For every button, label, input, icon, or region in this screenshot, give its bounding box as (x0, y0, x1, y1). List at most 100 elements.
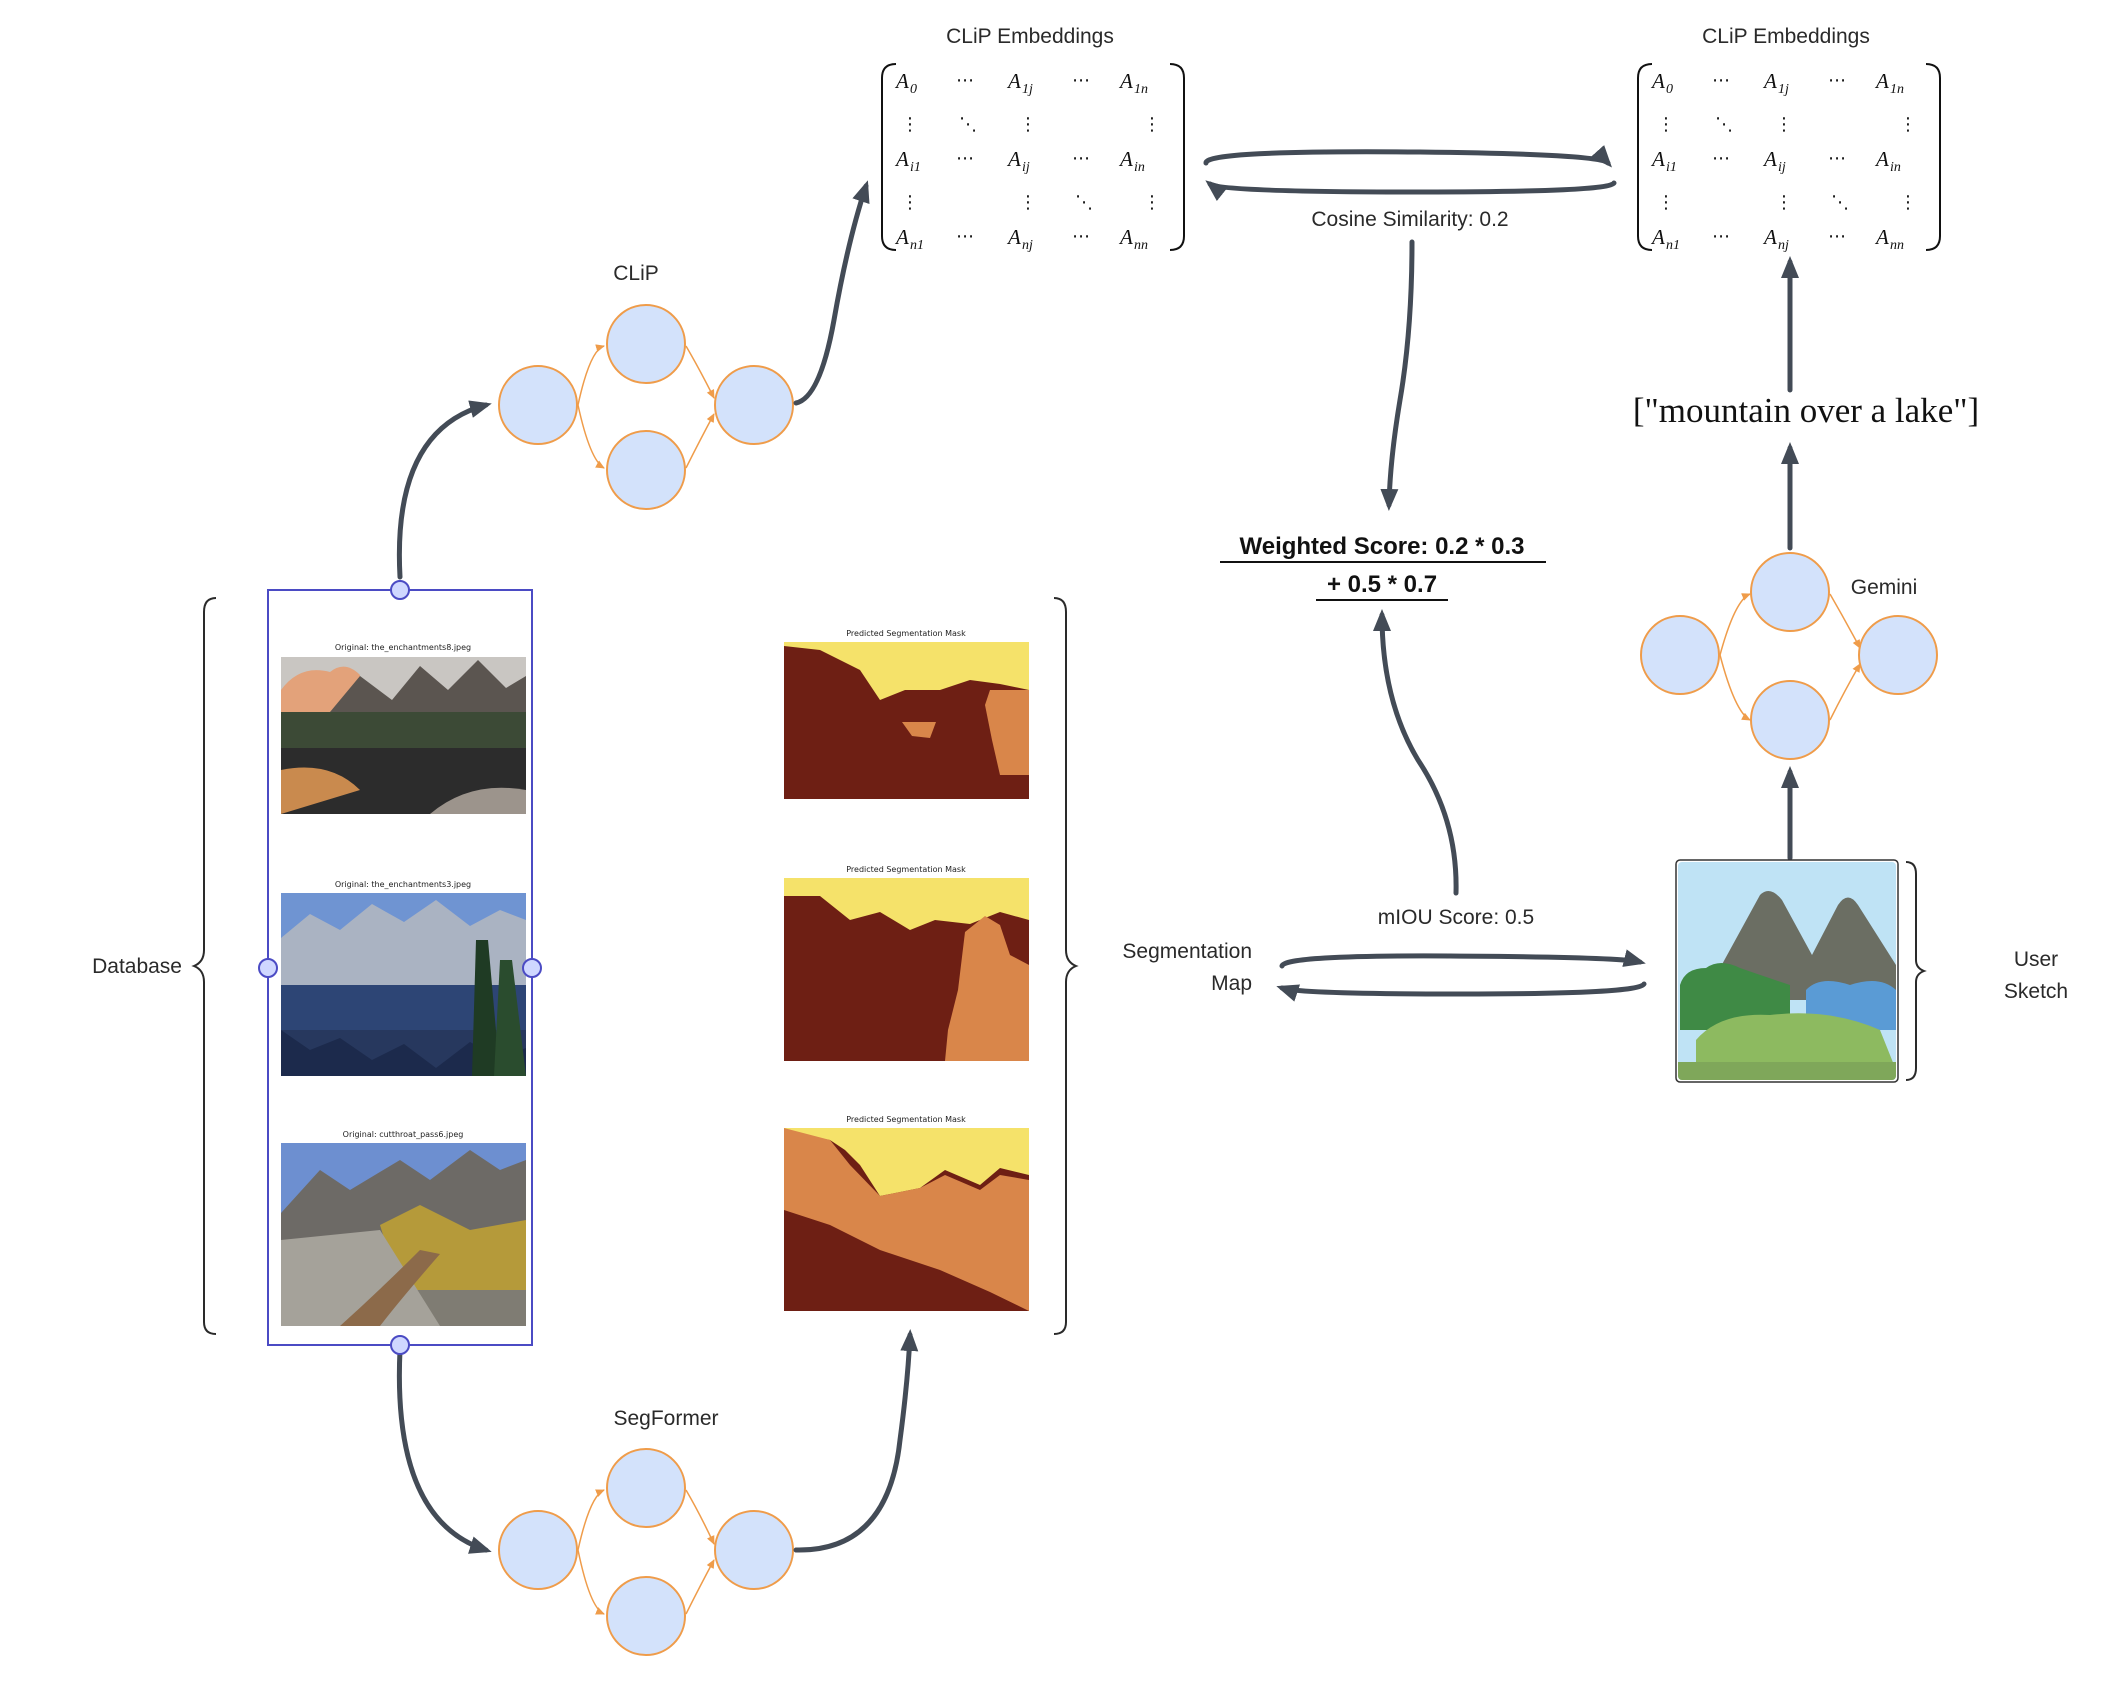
matrix-left-row-5-entry-3: A (1118, 225, 1133, 249)
matrix-left-row-2-vdots-2: ⋮ (1019, 114, 1037, 135)
resize-handle-left[interactable] (258, 958, 278, 978)
db-image-2-title: Original: the_enchantments3.jpeg (335, 880, 471, 889)
database-to-clip-arrow (396, 400, 492, 580)
mask-2 (784, 878, 1029, 1061)
matrix-left-row-1-entry-2: A (1006, 69, 1021, 93)
matrix-left-row-3-dots-1: ⋯ (956, 148, 974, 169)
weighted-score-line1: Weighted Score: 0.2 * 0.3 (1240, 533, 1525, 560)
resize-handle-top[interactable] (390, 580, 410, 600)
matrix-right-row-1-dots-1: ⋯ (1712, 70, 1730, 91)
matrix-left-row-1-entry-2-sub: 1j (1022, 82, 1033, 97)
weighted-score-line2: + 0.5 * 0.7 (1327, 571, 1437, 598)
matrix-left-row-1-entry-1-sub: 0 (910, 82, 917, 97)
matrix-right-row-3-dots-1: ⋯ (1712, 148, 1730, 169)
miou-score-label: mIOU Score: 0.5 (1378, 906, 1534, 929)
clip-embeddings-right-label: CLiP Embeddings (1702, 25, 1870, 48)
matrix-left-row-5-entry-2: A (1006, 225, 1021, 249)
matrix-right-row-5-entry-1: A (1650, 225, 1665, 249)
prompt-text: ["mountain over a lake"] (1633, 391, 1979, 430)
cosine-arrow-left (1205, 180, 1617, 201)
matrix-left-row-1-dots-2: ⋯ (1072, 70, 1090, 91)
matrix-left-row-2-diag-1: ⋱ (959, 114, 977, 135)
matrix-left-row-4-vdots-3: ⋮ (1143, 192, 1161, 213)
matrix-left-row-3-entry-2: A (1006, 147, 1021, 171)
matrix-left-row-3-entry-1: A (894, 147, 909, 171)
resize-handle-right[interactable] (522, 958, 542, 978)
matrix-left-row-1-dots-1: ⋯ (956, 70, 974, 91)
clip-embeddings-left-label: CLiP Embeddings (946, 25, 1114, 48)
clip-node-input (498, 365, 578, 445)
matrix-left-row-3-entry-1-sub: i1 (910, 160, 921, 175)
matrix-right-row-3-entry-3-sub: in (1890, 160, 1901, 175)
matrix-left-row-1-entry-3: A (1118, 69, 1133, 93)
matrix-right-row-5-dots-2: ⋯ (1828, 226, 1846, 247)
matrix-right-row-3-entry-3: A (1874, 147, 1889, 171)
mask-brace (1053, 597, 1079, 1335)
user-sketch-label-line1: User (2014, 948, 2058, 971)
clip-to-embeddings-arrow (793, 180, 870, 406)
matrix-left-row-5-entry-1-sub: n1 (910, 238, 924, 253)
matrix-right-row-5-entry-3-sub: nn (1890, 238, 1904, 253)
cosine-similarity-label: Cosine Similarity: 0.2 (1311, 208, 1508, 231)
matrix-left-row-5-dots-2: ⋯ (1072, 226, 1090, 247)
clip-node-output (714, 365, 794, 445)
matrix-right-row-4-vdots-2: ⋮ (1775, 192, 1793, 213)
user-sketch-label-line2: Sketch (2004, 980, 2068, 1003)
segformer-node-input (498, 1510, 578, 1590)
matrix-left-row-2-vdots-1: ⋮ (901, 114, 919, 135)
matrix-right-row-5-entry-2-sub: nj (1778, 238, 1789, 253)
matrix-right-row-2-vdots-1: ⋮ (1657, 114, 1675, 135)
db-image-3 (281, 1143, 526, 1326)
matrix-right-row-5-entry-2: A (1762, 225, 1777, 249)
matrix-right-row-3-entry-1-sub: i1 (1666, 160, 1677, 175)
segformer-to-masks-arrow (793, 1329, 919, 1553)
matrix-left-row-1-entry-1: A (894, 69, 909, 93)
database-label: Database (92, 955, 182, 978)
miou-to-score-arrow (1373, 609, 1459, 896)
mask-3-title: Predicted Segmentation Mask (846, 1115, 966, 1124)
db-image-1 (281, 657, 526, 814)
matrix-right-row-5-entry-3: A (1874, 225, 1889, 249)
matrix-left-row-2-vdots-3: ⋮ (1143, 114, 1161, 135)
db-image-1-title: Original: the_enchantments8.jpeg (335, 643, 471, 652)
matrix-left-row-1-entry-3-sub: 1n (1134, 82, 1148, 97)
matrix-right-row-1-entry-2-sub: 1j (1778, 82, 1789, 97)
user-sketch (1675, 859, 1899, 1083)
resize-handle-bottom[interactable] (390, 1335, 410, 1355)
matrix-right-row-5-entry-1-sub: n1 (1666, 238, 1680, 253)
segmentation-map-label-line2: Map (1211, 972, 1252, 995)
matrix-left-row-3-dots-2: ⋯ (1072, 148, 1090, 169)
matrix-right-row-1-entry-3-sub: 1n (1890, 82, 1904, 97)
gemini-node-hidden-2 (1750, 680, 1830, 760)
mask-2-title: Predicted Segmentation Mask (846, 865, 966, 874)
matrix-right-row-3-entry-2-sub: ij (1778, 160, 1786, 175)
matrix-left-row-3-entry-3: A (1118, 147, 1133, 171)
matrix-left-row-5-entry-2-sub: nj (1022, 238, 1033, 253)
clip-node-hidden-1 (606, 304, 686, 384)
mask-3 (784, 1128, 1029, 1311)
matrix-left-row-5-entry-1: A (894, 225, 909, 249)
matrix-right-row-2-vdots-2: ⋮ (1775, 114, 1793, 135)
matrix-right-row-1-dots-2: ⋯ (1828, 70, 1846, 91)
gemini-network (1640, 552, 1938, 760)
segformer-network (498, 1448, 794, 1656)
gemini-node-output (1858, 615, 1938, 695)
cosine-arrow-right (1203, 145, 1613, 168)
matrix-right-row-1-entry-3: A (1874, 69, 1889, 93)
gemini-label: Gemini (1851, 576, 1918, 599)
sketch-brace (1905, 861, 1927, 1081)
segformer-label: SegFormer (613, 1407, 718, 1430)
clip-network (498, 304, 794, 510)
segformer-node-hidden-2 (606, 1576, 686, 1656)
matrix-left-row-4-vdots-1: ⋮ (901, 192, 919, 213)
matrix-right-row-3-entry-1: A (1650, 147, 1665, 171)
matrix-right-row-4-vdots-1: ⋮ (1657, 192, 1675, 213)
clip-label: CLiP (613, 262, 659, 285)
db-image-2 (281, 893, 526, 1076)
matrix-right-row-3-dots-2: ⋯ (1828, 148, 1846, 169)
mask-panel: Predicted Segmentation Mask Predicted Se… (784, 629, 1029, 1311)
matrix-right-row-4-vdots-3: ⋮ (1899, 192, 1917, 213)
